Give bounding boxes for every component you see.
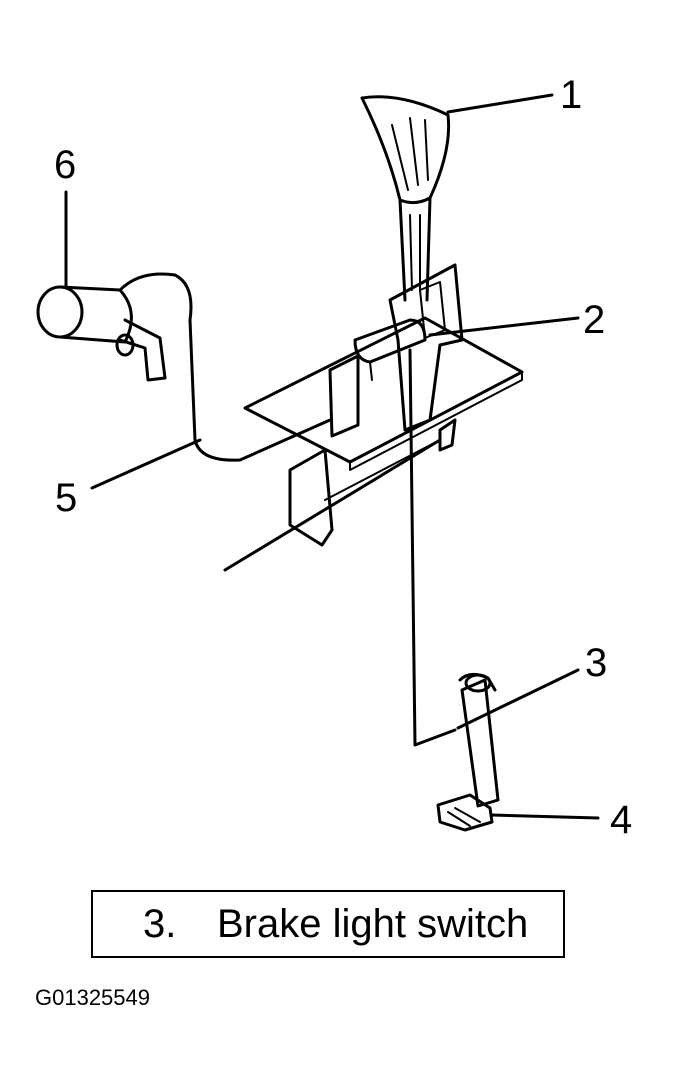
leader-1 (446, 93, 554, 114)
bracket-rod (223, 438, 442, 572)
caption-number: 3. (143, 902, 177, 946)
caption-text: Brake light switch (217, 902, 529, 946)
ignition-key (118, 318, 167, 382)
leader-4 (490, 813, 600, 820)
interlock-solenoid (353, 318, 427, 364)
brake-switch-cable (408, 348, 457, 747)
shift-lever-shaft (398, 196, 432, 302)
solenoid-bracket (328, 354, 360, 438)
caption-box: 3. Brake light switch (91, 890, 565, 958)
brake-pedal-arm (460, 678, 500, 808)
callout-4: 4 (610, 798, 633, 842)
brake-switch-body (464, 673, 492, 693)
figure-id: G01325549 (35, 985, 150, 1010)
callout-1: 1 (560, 73, 583, 117)
callout-2: 2 (583, 298, 606, 342)
leader-2 (428, 316, 580, 337)
bracket-tab (438, 418, 457, 452)
key-interlock-cable (118, 272, 332, 462)
callout-5: 5 (55, 476, 78, 520)
callout-3: 3 (585, 641, 608, 685)
shifter-gate-plate (388, 263, 464, 432)
shift-knob (360, 95, 451, 205)
mounting-bracket (288, 448, 334, 547)
leader-5 (90, 438, 202, 490)
leader-3 (456, 668, 580, 730)
shift-knob-texture (391, 117, 429, 191)
callout-6: 6 (54, 143, 77, 187)
ignition-lock-cylinder (36, 285, 84, 339)
brake-pedal-pad (436, 793, 494, 832)
shaft-texture (409, 214, 421, 291)
base-plate-edge (349, 371, 523, 471)
